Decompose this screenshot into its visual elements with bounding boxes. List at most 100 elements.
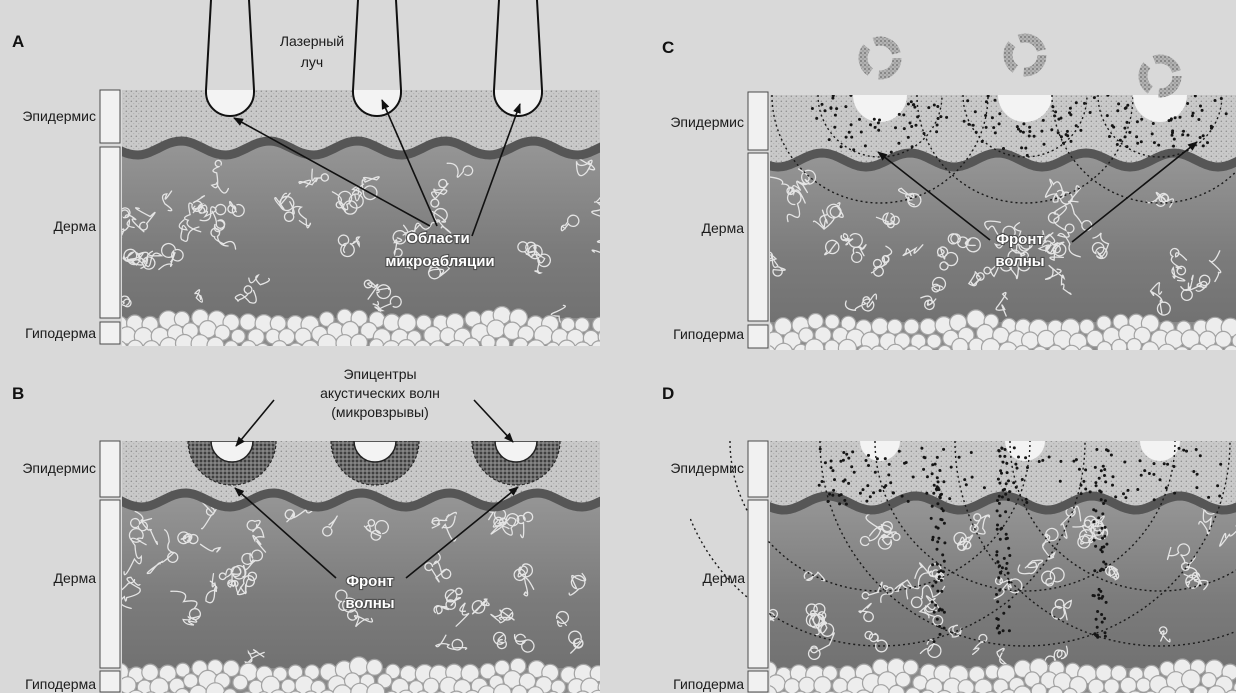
dermis-scale-box <box>100 500 120 668</box>
particle <box>1185 450 1188 453</box>
particle <box>884 457 887 460</box>
wave-front-label: волны <box>345 595 394 612</box>
particle <box>996 509 999 512</box>
particle <box>1070 140 1073 143</box>
hypodermis-label: Гиподерма <box>25 325 96 341</box>
particle <box>996 600 999 603</box>
particle <box>983 486 986 489</box>
particle <box>1123 461 1126 464</box>
particle <box>998 502 1001 505</box>
particle <box>1012 481 1015 484</box>
particle <box>1007 547 1010 550</box>
particle <box>901 495 904 498</box>
particle <box>1019 130 1022 133</box>
particle <box>936 590 939 593</box>
particle <box>1008 581 1011 584</box>
particle <box>915 124 918 127</box>
particle <box>1110 454 1113 457</box>
particle <box>1219 463 1222 466</box>
particle <box>1089 490 1092 493</box>
particle <box>996 528 999 531</box>
particle <box>858 118 861 121</box>
particle <box>1002 629 1005 632</box>
panel-c-skin <box>759 94 1236 364</box>
particle <box>1143 469 1146 472</box>
hypodermis-scale-box <box>748 671 768 692</box>
fat-cell <box>975 679 993 693</box>
particle <box>1093 96 1096 99</box>
particle <box>1114 495 1117 498</box>
particle <box>910 125 913 128</box>
particle <box>1128 131 1131 134</box>
particle <box>818 484 821 487</box>
particle <box>1021 478 1024 481</box>
particle <box>869 123 872 126</box>
particle <box>945 116 948 119</box>
particle <box>998 112 1001 115</box>
particle <box>898 113 901 116</box>
particle <box>999 538 1002 541</box>
particle <box>936 563 939 566</box>
particle <box>998 495 1001 498</box>
particle <box>938 469 941 472</box>
particle <box>999 514 1002 517</box>
particle <box>874 471 877 474</box>
particle <box>994 99 997 102</box>
particle <box>850 465 853 468</box>
particle <box>1097 594 1100 597</box>
particle <box>1199 136 1202 139</box>
particle <box>1100 469 1103 472</box>
particle <box>937 117 940 120</box>
particle <box>1105 543 1108 546</box>
particle <box>892 492 895 495</box>
particle <box>1124 496 1127 499</box>
particle <box>1206 141 1209 144</box>
particle <box>1153 498 1156 501</box>
fat-cell <box>423 678 439 693</box>
particle <box>936 548 939 551</box>
particle <box>1059 460 1062 463</box>
particle <box>936 124 939 127</box>
particle <box>853 471 856 474</box>
particle <box>1042 119 1045 122</box>
skin-cross-section <box>95 90 617 359</box>
particle <box>1112 475 1115 478</box>
panel-b-letter: B <box>12 384 24 403</box>
particle <box>1101 621 1104 624</box>
particle <box>997 618 1000 621</box>
particle <box>1197 118 1200 121</box>
particle <box>834 114 837 117</box>
particle <box>1093 539 1096 542</box>
epidermis-label: Эпидермис <box>670 114 744 130</box>
dermis-scale-box <box>748 500 768 668</box>
particle <box>833 478 836 481</box>
particle <box>935 130 938 133</box>
particle <box>1079 129 1082 132</box>
particle <box>1084 468 1087 471</box>
fat-cell <box>896 672 911 687</box>
dermis-scale-box <box>100 147 120 318</box>
particle <box>1006 562 1009 565</box>
panel-b-skin <box>105 441 616 693</box>
particle <box>937 486 940 489</box>
particle <box>1168 119 1171 122</box>
particle <box>1191 114 1194 117</box>
particle <box>844 105 847 108</box>
particle <box>1117 102 1120 105</box>
particle <box>842 480 845 483</box>
particle <box>981 140 984 143</box>
particle <box>984 114 987 117</box>
particle <box>1016 125 1019 128</box>
particle <box>999 455 1002 458</box>
particle <box>1101 595 1104 598</box>
particle <box>1004 510 1007 513</box>
particle <box>907 500 910 503</box>
fat-cell <box>784 679 799 693</box>
particle <box>1125 106 1128 109</box>
particle <box>1163 462 1166 465</box>
particle <box>883 486 886 489</box>
particle <box>1005 462 1008 465</box>
particle <box>1020 146 1023 149</box>
particle <box>939 518 942 521</box>
particle <box>1152 473 1155 476</box>
